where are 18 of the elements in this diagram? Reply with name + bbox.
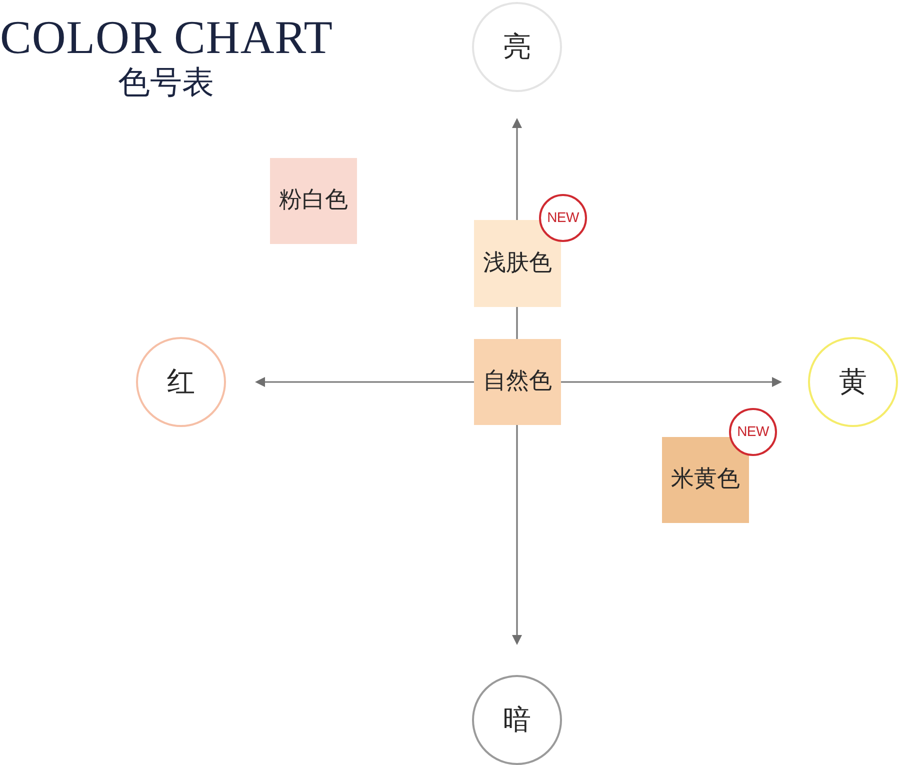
color-swatch (474, 339, 561, 425)
axis-end-label: 亮 (503, 32, 531, 62)
swatch-label: 米黄色 (671, 467, 740, 493)
new-badge (539, 194, 587, 242)
chart-subtitle: 色号表 (118, 66, 214, 98)
badge-label: NEW (737, 424, 769, 440)
axis-end-label: 红 (167, 366, 195, 398)
axis-end-label: 黄 (839, 366, 867, 398)
color-swatch (474, 220, 561, 307)
chart-title: COLOR CHART (0, 15, 334, 62)
badge-label: NEW (547, 210, 579, 226)
axis-end-label: 暗 (503, 704, 531, 736)
new-badge (729, 408, 777, 456)
swatch-label: 浅肤色 (483, 250, 552, 276)
swatch-label: 粉白色 (279, 188, 348, 214)
color-swatch (270, 158, 357, 244)
color-swatch (662, 437, 749, 523)
swatch-label: 自然色 (483, 369, 552, 395)
